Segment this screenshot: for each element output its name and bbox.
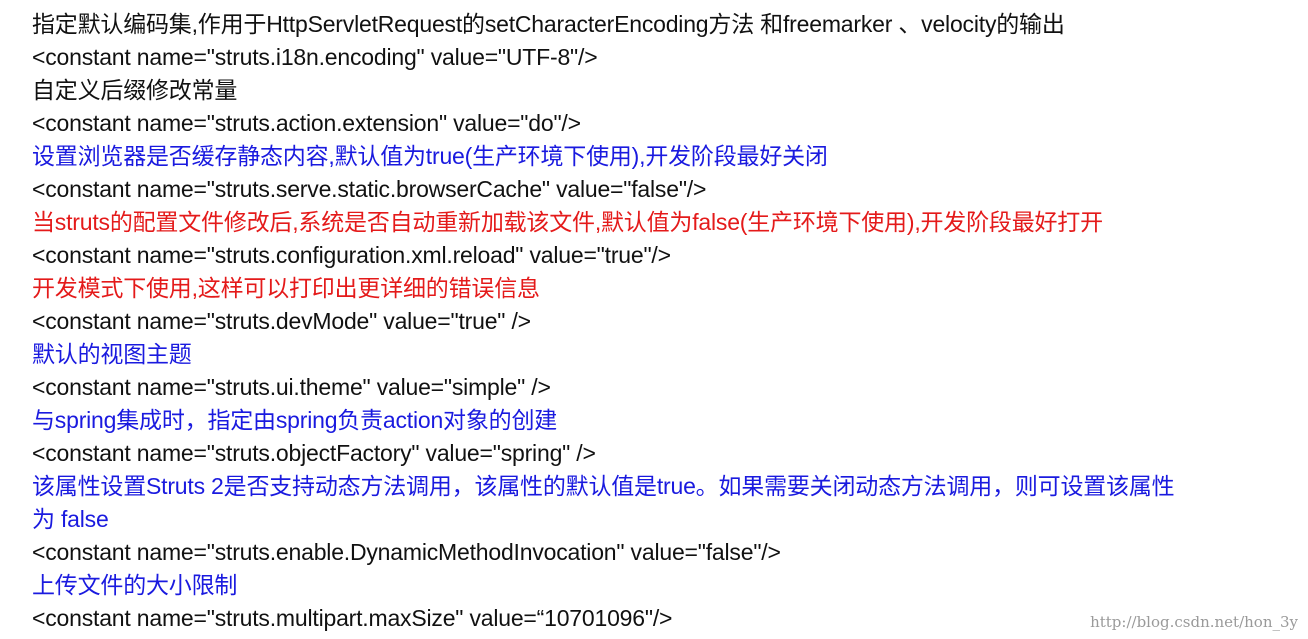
document-body: 指定默认编码集,作用于HttpServletRequest的setCharact… <box>32 8 1300 635</box>
text-line: <constant name="struts.enable.DynamicMet… <box>32 539 781 565</box>
text-line: 该属性设置Struts 2是否支持动态方法调用，该属性的默认值是true。如果需… <box>32 473 1175 499</box>
text-line: 为 false <box>32 506 109 532</box>
text-line: 指定默认编码集,作用于HttpServletRequest的setCharact… <box>32 11 1065 37</box>
text-line: <constant name="struts.configuration.xml… <box>32 242 671 268</box>
text-line: 上传文件的大小限制 <box>32 572 238 598</box>
watermark: http://blog.csdn.net/hon_3y <box>1090 613 1298 631</box>
text-line: <constant name="struts.multipart.maxSize… <box>32 605 673 631</box>
text-line: <constant name="struts.i18n.encoding" va… <box>32 44 598 70</box>
text-line: <constant name="struts.serve.static.brow… <box>32 176 707 202</box>
text-line: <constant name="struts.ui.theme" value="… <box>32 374 551 400</box>
text-line: <constant name="struts.objectFactory" va… <box>32 440 596 466</box>
text-line: 与spring集成时，指定由spring负责action对象的创建 <box>32 407 558 433</box>
text-line: <constant name="struts.devMode" value="t… <box>32 308 531 334</box>
text-line: 当struts的配置文件修改后,系统是否自动重新加载该文件,默认值为false(… <box>32 209 1103 235</box>
text-line: 自定义后缀修改常量 <box>32 77 238 103</box>
text-line: 开发模式下使用,这样可以打印出更详细的错误信息 <box>32 275 540 301</box>
text-line: 设置浏览器是否缓存静态内容,默认值为true(生产环境下使用),开发阶段最好关闭 <box>32 143 828 169</box>
text-line: <constant name="struts.action.extension"… <box>32 110 581 136</box>
text-line: 默认的视图主题 <box>32 341 192 367</box>
